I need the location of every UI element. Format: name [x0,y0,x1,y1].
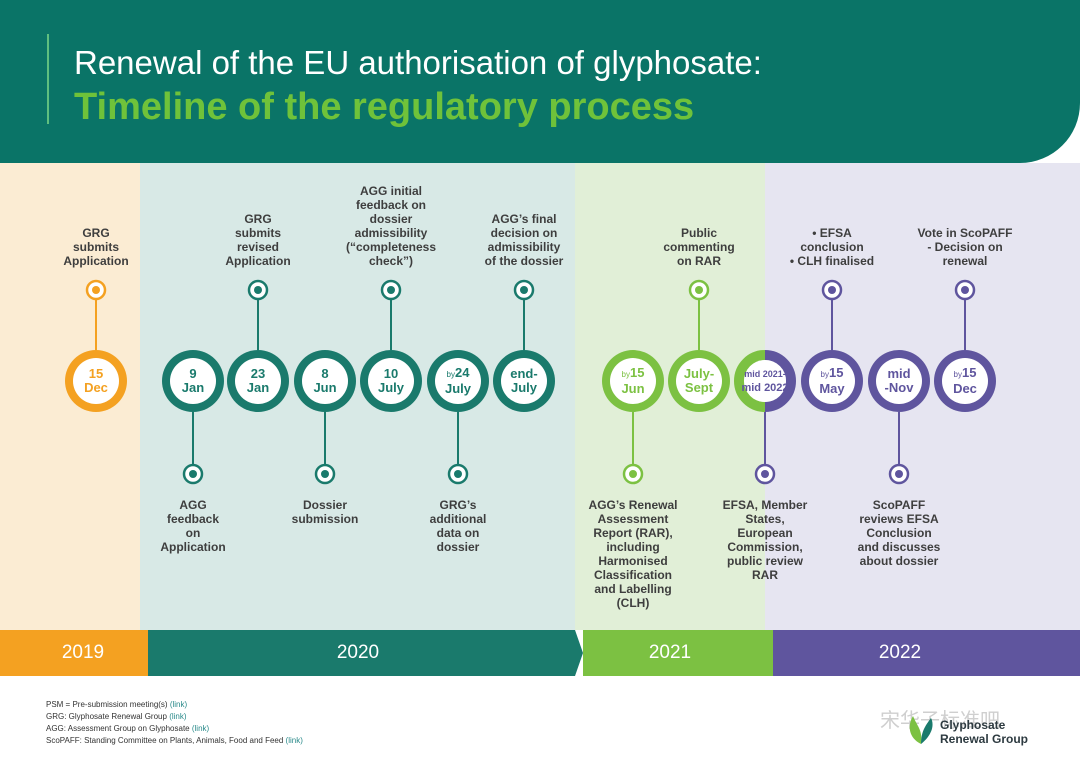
event-label: GRG’s additional data on dossier [429,498,487,554]
year-label-2019: 2019 [61,642,105,663]
footer-line: PSM = Pre-submission meeting(s) (link) [46,700,188,709]
date-circle-inner [744,360,786,402]
footer-link[interactable]: (link) [191,724,210,733]
footer-link[interactable]: (link) [169,712,187,721]
marker-dot [828,286,836,294]
event-label: Public commenting on RAR [663,226,735,268]
page-subtitle: Timeline of the regulatory process [74,86,695,128]
marker-dot [387,286,395,294]
date-circle-inner [610,358,656,404]
event-date: end-July [510,366,538,395]
date-circle-inner [368,358,414,404]
date-circle-inner [235,358,281,404]
marker-dot [761,470,769,478]
marker-dot [695,286,703,294]
event-label: AGG feedback on Application [160,498,226,554]
date-circle-inner [435,358,481,404]
footer-glossary: PSM = Pre-submission meeting(s) (link) G… [46,699,303,747]
date-circle-inner [876,358,922,404]
date-circle-inner [809,358,855,404]
event-label: AGG’s final decision on admissibility of… [484,212,564,268]
event-label: Dossier submission [291,498,359,526]
header-accent-line [47,34,49,124]
date-circle-inner [676,358,722,404]
marker-dot [961,286,969,294]
year-bar-2020 [148,630,575,676]
event-date: July-Sept [683,366,715,395]
marker-dot [254,286,262,294]
event-label: EFSA, Member States, European Commission… [722,498,808,582]
footer-line: AGG: Assessment Group on Glyphosate (lin… [46,724,210,733]
marker-dot [189,470,197,478]
event-label: GRG submits revised Application [225,212,291,268]
date-circle-inner [170,358,216,404]
date-circle-inner [73,358,119,404]
year-label-2020: 2020 [336,642,380,663]
header-banner: Renewal of the EU authorisation of glyph… [0,0,1080,163]
year-label-2022: 2022 [878,642,922,663]
year-bar-2019 [0,630,148,676]
page-title: Renewal of the EU authorisation of glyph… [74,44,762,81]
marker-dot [895,470,903,478]
event-date: mid-Nov [884,366,914,395]
year-bar-2021 [583,630,773,676]
event-label: AGG’s Renewal Assessment Report (RAR), i… [588,498,678,610]
footer-line: GRG: Glyphosate Renewal Group (link) [46,712,187,721]
marker-dot [629,470,637,478]
year-bar-2022 [773,630,1080,676]
marker-dot [520,286,528,294]
date-circle-inner [501,358,547,404]
event-label: GRG submits Application [63,226,129,268]
event-label: AGG initial feedback on dossier admissib… [345,184,437,268]
marker-dot [321,470,329,478]
leaf-logo-icon [909,716,933,744]
event-date: mid 2021-mid 2022 [741,369,789,394]
footer-line: ScoPAFF: Standing Committee on Plants, A… [46,736,303,745]
logo-text: Glyphosate Renewal Group [940,718,1029,746]
date-circle-inner [302,358,348,404]
date-circle-right [764,350,796,412]
event-label: • EFSA conclusion • CLH finalised [789,226,875,268]
footer-link[interactable]: (link) [169,700,188,709]
marker-dot [92,286,100,294]
year-label-2021: 2021 [648,642,692,663]
date-circle-inner [942,358,988,404]
date-circle-left [734,350,766,412]
event-label: ScoPAFF reviews EFSA Conclusion and disc… [857,498,941,568]
event-label: Vote in ScoPAFF - Decision on renewal [917,226,1013,268]
marker-dot [454,470,462,478]
footer-link[interactable]: (link) [285,736,303,745]
